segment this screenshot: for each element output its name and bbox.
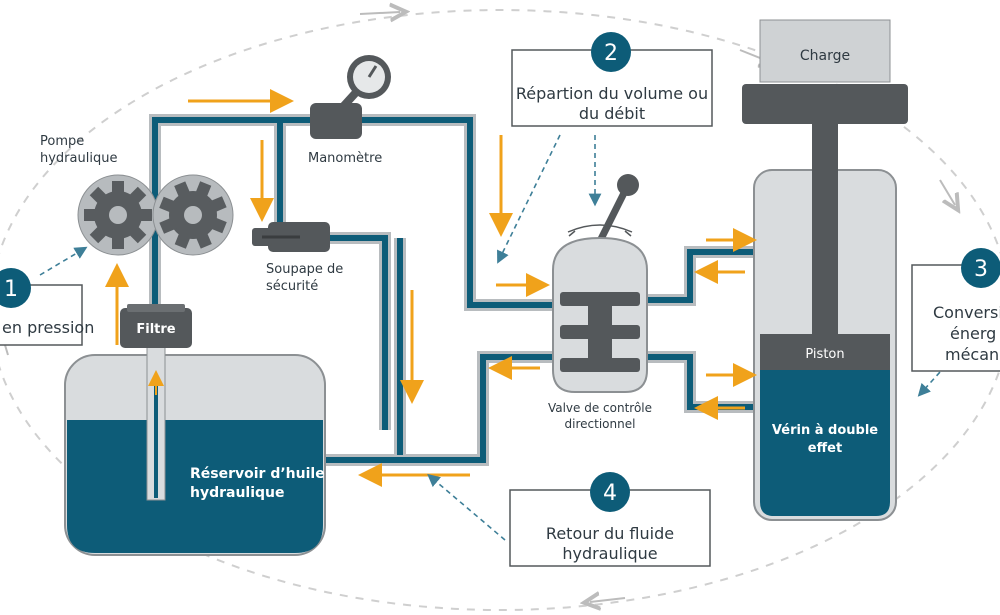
step-3-number: 3 [974,257,988,282]
cycle-dashed-loop [0,9,1000,611]
filter-label: Filtre [136,322,175,337]
flow-arrows [105,89,757,487]
step-pointer [497,134,561,264]
step-1-text: en pression [2,318,94,337]
safety-valve-label-line2: sécurité [266,279,318,294]
step-pointer [39,246,88,276]
step-pointers [39,134,959,541]
manometer-label: Manomètre [308,151,382,166]
step-1-number: 1 [4,277,18,302]
step-pointer [427,473,506,541]
cylinder-label-line1: Vérin à double [772,423,878,438]
reservoir-label-line2: hydraulique [190,485,285,501]
piston-label: Piston [805,347,844,362]
oil-reservoir: Réservoir d’huile hydraulique [64,344,326,556]
directional-valve: Valve de contrôle directionnel [548,174,652,431]
step-2: Répartion du volume ou du débit 2 [511,32,713,127]
charge-label: Charge [800,48,850,64]
pump-label-line2: hydraulique [40,151,117,166]
step-3: Conversion énerg mécani 3 [911,248,1000,372]
step-4-text-line2: hydraulique [562,544,657,563]
pump-label-line1: Pompe [40,134,84,149]
step-3-text-line3: mécani [945,345,1000,364]
step-3-text-line1: Conversion [933,303,1000,322]
step-4: Retour du fluide hydraulique 4 [509,472,711,567]
cycle-arrow-bottom [590,598,626,602]
step-2-text-line2: du débit [579,104,645,123]
cylinder-label-line2: effet [808,441,842,456]
step-3-text-line2: énerg [950,324,996,343]
step-4-number: 4 [603,481,617,506]
filter: Filtre [120,304,192,348]
cycle-arrow-right [939,179,955,205]
step-4-text-line1: Retour du fluide [546,524,674,543]
cycle-arrow-top-left [359,12,400,14]
double-acting-cylinder: Charge Piston Vérin à double effet [742,19,908,521]
valve-label-line1: Valve de contrôle [548,401,652,415]
pump-gears: Pompe hydraulique [40,134,234,256]
safety-valve: Soupape de sécurité [252,222,343,294]
valve-label-line2: directionnel [565,417,636,431]
reservoir-label-line1: Réservoir d’huile [190,466,325,482]
step-2-text-line1: Répartion du volume ou [516,84,708,103]
step-2-number: 2 [604,41,618,66]
step-1: en pression 1 [0,268,94,346]
safety-valve-label-line1: Soupape de [266,262,343,277]
manometer: Manomètre [308,55,391,166]
